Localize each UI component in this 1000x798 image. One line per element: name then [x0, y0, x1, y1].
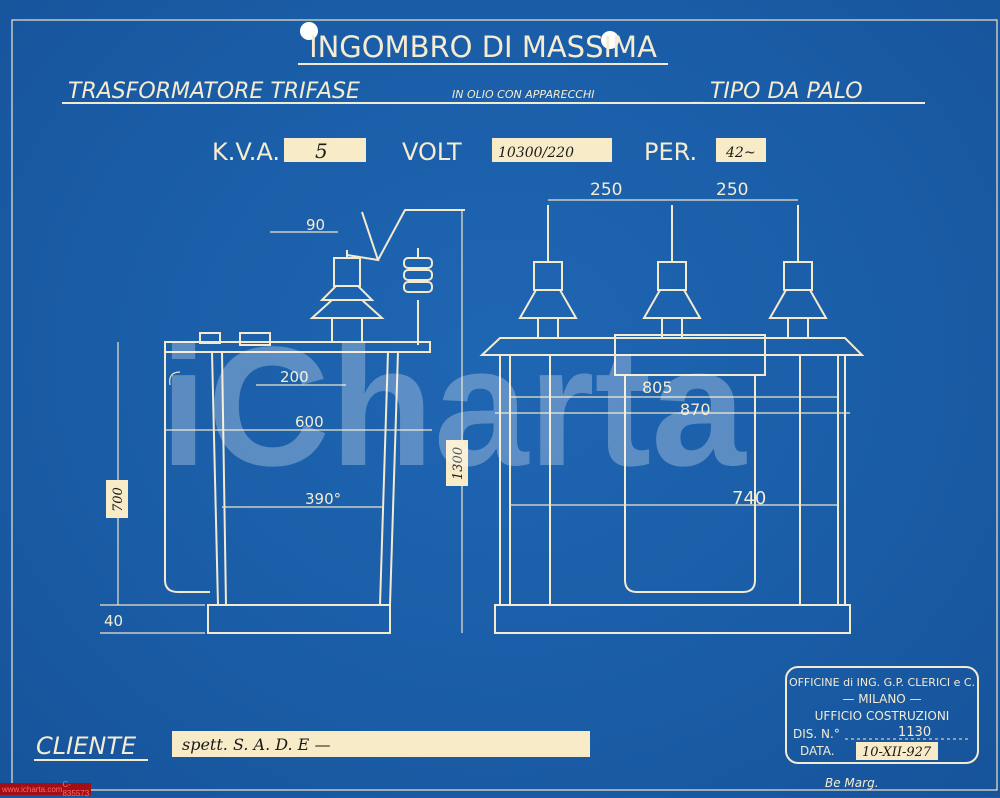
front-view: 250 250 805 870 740 — [479, 180, 865, 634]
side-view: 90 200 600 390° 700 40 1300 — [100, 209, 468, 634]
dim-600: 600 — [295, 413, 324, 431]
dim-90: 90 — [306, 216, 325, 234]
volt-label: VOLT — [402, 138, 462, 166]
kva-label: K.V.A. — [212, 138, 280, 166]
punch-hole — [300, 22, 318, 40]
per-value: 42~ — [725, 145, 756, 161]
dim-1300: 1300 — [451, 447, 466, 480]
dim-870: 870 — [680, 400, 711, 419]
dim-740: 740 — [732, 488, 766, 509]
volt-value: 10300/220 — [498, 145, 574, 161]
dim-40: 40 — [104, 612, 123, 630]
bushing — [518, 205, 578, 339]
data-label: DATA. — [800, 744, 835, 758]
subtitle-main: TRASFORMATORE TRIFASE — [68, 79, 360, 104]
front-base — [494, 604, 851, 634]
dim-700: 700 — [111, 487, 126, 512]
horn-gap — [346, 211, 380, 262]
dis-label: DIS. N.° — [793, 727, 840, 741]
side-lid — [164, 341, 431, 353]
dim-250-left: 250 — [590, 180, 622, 200]
bushing — [642, 205, 702, 339]
subtitle-small: IN OLIO CON APPARECCHI — [452, 88, 594, 101]
kva-field — [284, 138, 366, 162]
cliente-label: CLIENTE — [36, 732, 137, 760]
company-city: — MILANO — — [842, 692, 921, 706]
company-office: UFFICIO COSTRUZIONI — [815, 709, 950, 723]
dim-805: 805 — [642, 378, 673, 397]
per-label: PER. — [644, 138, 697, 166]
dim-390: 390° — [305, 490, 341, 508]
signature: Be Marg. — [825, 776, 879, 790]
side-bushing — [309, 250, 385, 343]
cliente-field — [172, 731, 590, 757]
subtitle-type: _ TIPO DA PALO _ — [691, 79, 882, 104]
front-bushings — [518, 205, 828, 339]
front-tank — [624, 375, 756, 593]
company-name: OFFICINE di ING. G.P. CLERICI e C. — [789, 676, 975, 689]
punch-hole — [601, 31, 619, 49]
footer-code: C-835573 — [62, 780, 90, 798]
dim-200: 200 — [280, 368, 309, 386]
footer-stamp: www.icharta.com C-835573 — [0, 780, 91, 798]
sheet-border — [11, 19, 998, 791]
bushing — [768, 205, 828, 339]
footer-site: www.icharta.com — [2, 784, 63, 794]
side-lightning-arrester — [403, 248, 433, 345]
cliente-value: spett. S. A. D. E — — [182, 735, 330, 754]
watermark: iCharta — [160, 312, 747, 502]
per-field — [716, 138, 766, 162]
volt-field — [492, 138, 612, 162]
side-base — [207, 604, 391, 634]
kva-value: 5 — [315, 139, 328, 163]
data-value: 10-XII-927 — [862, 745, 932, 760]
title-block: OFFICINE di ING. G.P. CLERICI e C. — MIL… — [785, 666, 979, 790]
drawing-title: INGOMBRO DI MASSIMA — [309, 30, 657, 64]
dis-value: 1130 — [898, 725, 931, 740]
dim-250-right: 250 — [716, 180, 748, 200]
